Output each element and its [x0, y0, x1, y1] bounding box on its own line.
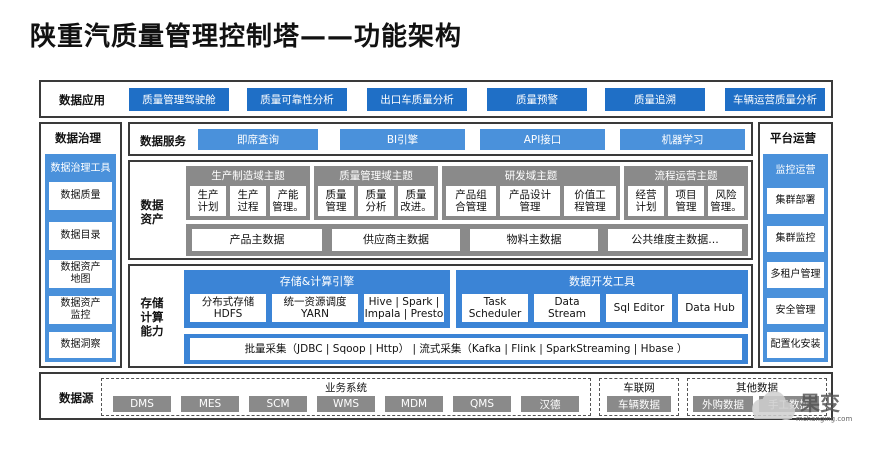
governance-item: 数据洞察	[49, 332, 112, 358]
compute-layer: 存储 计算 能力 存储&计算引擎 分布式存储 HDFS 统一资源调度 YARN …	[128, 264, 753, 368]
data-assets-label: 数据 资产	[140, 198, 164, 226]
ingestion-text: 批量采集（JDBC | Sqoop | Http） | 流式采集（Kafka |…	[190, 338, 742, 360]
devtools-title: 数据开发工具	[569, 275, 635, 288]
asset-group-title: 生产制造域主题	[211, 170, 285, 182]
cloud-icon	[752, 391, 795, 420]
watermark-logo: 果变 mchanging.com	[744, 385, 854, 435]
business-system-group	[101, 378, 591, 416]
ingestion-bar: 批量采集（JDBC | Sqoop | Http） | 流式采集（Kafka |…	[184, 334, 748, 364]
platform-item: 多租户管理	[767, 262, 824, 288]
governance-tools-header: 数据治理工具	[45, 156, 116, 176]
platform-item: 集群部署	[767, 188, 824, 214]
master-data-bar: 产品主数据 供应商主数据 物料主数据 公共维度主数据...	[186, 224, 748, 256]
governance-item: 数据资产 地图	[49, 260, 112, 288]
master-data-item: 物料主数据	[470, 229, 598, 251]
asset-group-process: 流程运营主题 经营 计划 项目 管理 风险 管理。	[624, 166, 748, 220]
engine-item: 统一资源调度 YARN	[272, 294, 358, 322]
platform-ops-header: 监控运营	[763, 158, 828, 178]
asset-item: 价值工 程管理	[564, 186, 616, 216]
platform-item: 安全管理	[767, 298, 824, 324]
asset-item: 质量 管理	[318, 186, 354, 216]
data-service-layer: 数据服务 即席查询 BI引擎 API接口 机器学习	[128, 122, 753, 156]
source-item-mes: MES	[181, 396, 239, 412]
data-source-label: 数据源	[59, 391, 94, 405]
source-item-purchased-data: 外购数据	[693, 396, 753, 412]
platform-ops-box	[763, 154, 828, 362]
governance-item: 数据目录	[49, 222, 112, 250]
data-source-layer: 数据源 业务系统 DMS MES SCM WMS MDM QMS 汉德 车联网 …	[39, 372, 833, 420]
app-item: 质量可靠性分析	[247, 88, 347, 111]
watermark-text: 果变	[800, 391, 840, 415]
asset-group-rnd: 研发域主题 产品组 合管理 产品设计 管理 价值工 程管理	[442, 166, 620, 220]
devtools-item: Sql Editor	[606, 294, 672, 322]
engine-item: Hive | Spark | Impala | Presto	[364, 294, 444, 322]
asset-group-production: 生产制造域主题 生产 计划 生产 过程 产能 管理。	[186, 166, 310, 220]
governance-item: 数据质量	[49, 182, 112, 210]
source-item-vehicle-data: 车辆数据	[607, 396, 671, 412]
asset-item: 产品组 合管理	[446, 186, 496, 216]
asset-group-title: 研发域主题	[504, 170, 558, 182]
app-item: 质量预警	[487, 88, 587, 111]
source-item-qms: QMS	[453, 396, 511, 412]
storage-compute-engine-box: 存储&计算引擎 分布式存储 HDFS 统一资源调度 YARN Hive | Sp…	[184, 270, 450, 328]
platform-operation-panel: 平台运营 监控运营 集群部署 集群监控 多租户管理 安全管理 配置化安装	[758, 122, 833, 368]
asset-item: 风险 管理。	[708, 186, 744, 216]
page-title: 陕重汽质量管理控制塔——功能架构	[30, 22, 463, 52]
app-item: 质量管理驾驶舱	[129, 88, 229, 111]
asset-group-title: 质量管理域主题	[339, 170, 413, 182]
platform-item: 配置化安装	[767, 332, 824, 358]
compute-label: 存储 计算 能力	[140, 296, 164, 338]
asset-item: 经营 计划	[628, 186, 664, 216]
service-item: 即席查询	[198, 129, 318, 150]
data-application-layer: 数据应用 质量管理驾驶舱 质量可靠性分析 出口车质量分析 质量预警 质量追溯 车…	[39, 80, 833, 118]
data-governance-panel: 数据治理 数据治理工具 数据质量 数据目录 数据资产 地图 数据资产 监控 数据…	[39, 122, 122, 368]
devtools-item: Data Hub	[678, 294, 742, 322]
devtools-item: Task Scheduler	[462, 294, 528, 322]
data-dev-tools-box: 数据开发工具 Task Scheduler Data Stream Sql Ed…	[456, 270, 748, 328]
asset-item: 产能 管理。	[270, 186, 306, 216]
app-item: 质量追溯	[605, 88, 705, 111]
engine-item: 分布式存储 HDFS	[190, 294, 266, 322]
engine-title: 存储&计算引擎	[279, 275, 355, 288]
governance-item: 数据资产 监控	[49, 296, 112, 324]
source-item-scm: SCM	[249, 396, 307, 412]
iov-title: 车联网	[623, 382, 655, 394]
service-item: BI引擎	[340, 129, 465, 150]
master-data-item: 公共维度主数据...	[608, 229, 742, 251]
asset-item: 生产 过程	[230, 186, 266, 216]
watermark-sub: mchanging.com	[796, 415, 853, 423]
data-service-label: 数据服务	[140, 134, 186, 148]
asset-group-title: 流程运营主题	[654, 170, 718, 182]
service-item: 机器学习	[620, 129, 745, 150]
platform-item: 集群监控	[767, 226, 824, 252]
data-governance-label: 数据治理	[55, 131, 101, 145]
source-item-mdm: MDM	[385, 396, 443, 412]
business-system-title: 业务系统	[325, 382, 367, 394]
platform-operation-label: 平台运营	[770, 131, 816, 145]
iov-group	[599, 378, 679, 416]
data-assets-layer: 数据 资产 生产制造域主题 生产 计划 生产 过程 产能 管理。 质量管理域主题…	[128, 160, 753, 260]
asset-item: 质量 分析	[358, 186, 394, 216]
source-item-wms: WMS	[317, 396, 375, 412]
asset-group-quality: 质量管理域主题 质量 管理 质量 分析 质量 改进。	[314, 166, 438, 220]
devtools-item: Data Stream	[534, 294, 600, 322]
master-data-item: 产品主数据	[192, 229, 322, 251]
source-item-dms: DMS	[113, 396, 171, 412]
app-item: 出口车质量分析	[367, 88, 467, 111]
service-item: API接口	[480, 129, 605, 150]
other-data-title: 其他数据	[736, 382, 778, 394]
asset-item: 质量 改进。	[398, 186, 434, 216]
asset-item: 产品设计 管理	[500, 186, 560, 216]
asset-item: 生产 计划	[190, 186, 226, 216]
asset-item: 项目 管理	[668, 186, 704, 216]
data-application-label: 数据应用	[59, 93, 105, 107]
source-item-hande: 汉德	[521, 396, 579, 412]
master-data-item: 供应商主数据	[332, 229, 460, 251]
app-item: 车辆运营质量分析	[725, 88, 825, 111]
